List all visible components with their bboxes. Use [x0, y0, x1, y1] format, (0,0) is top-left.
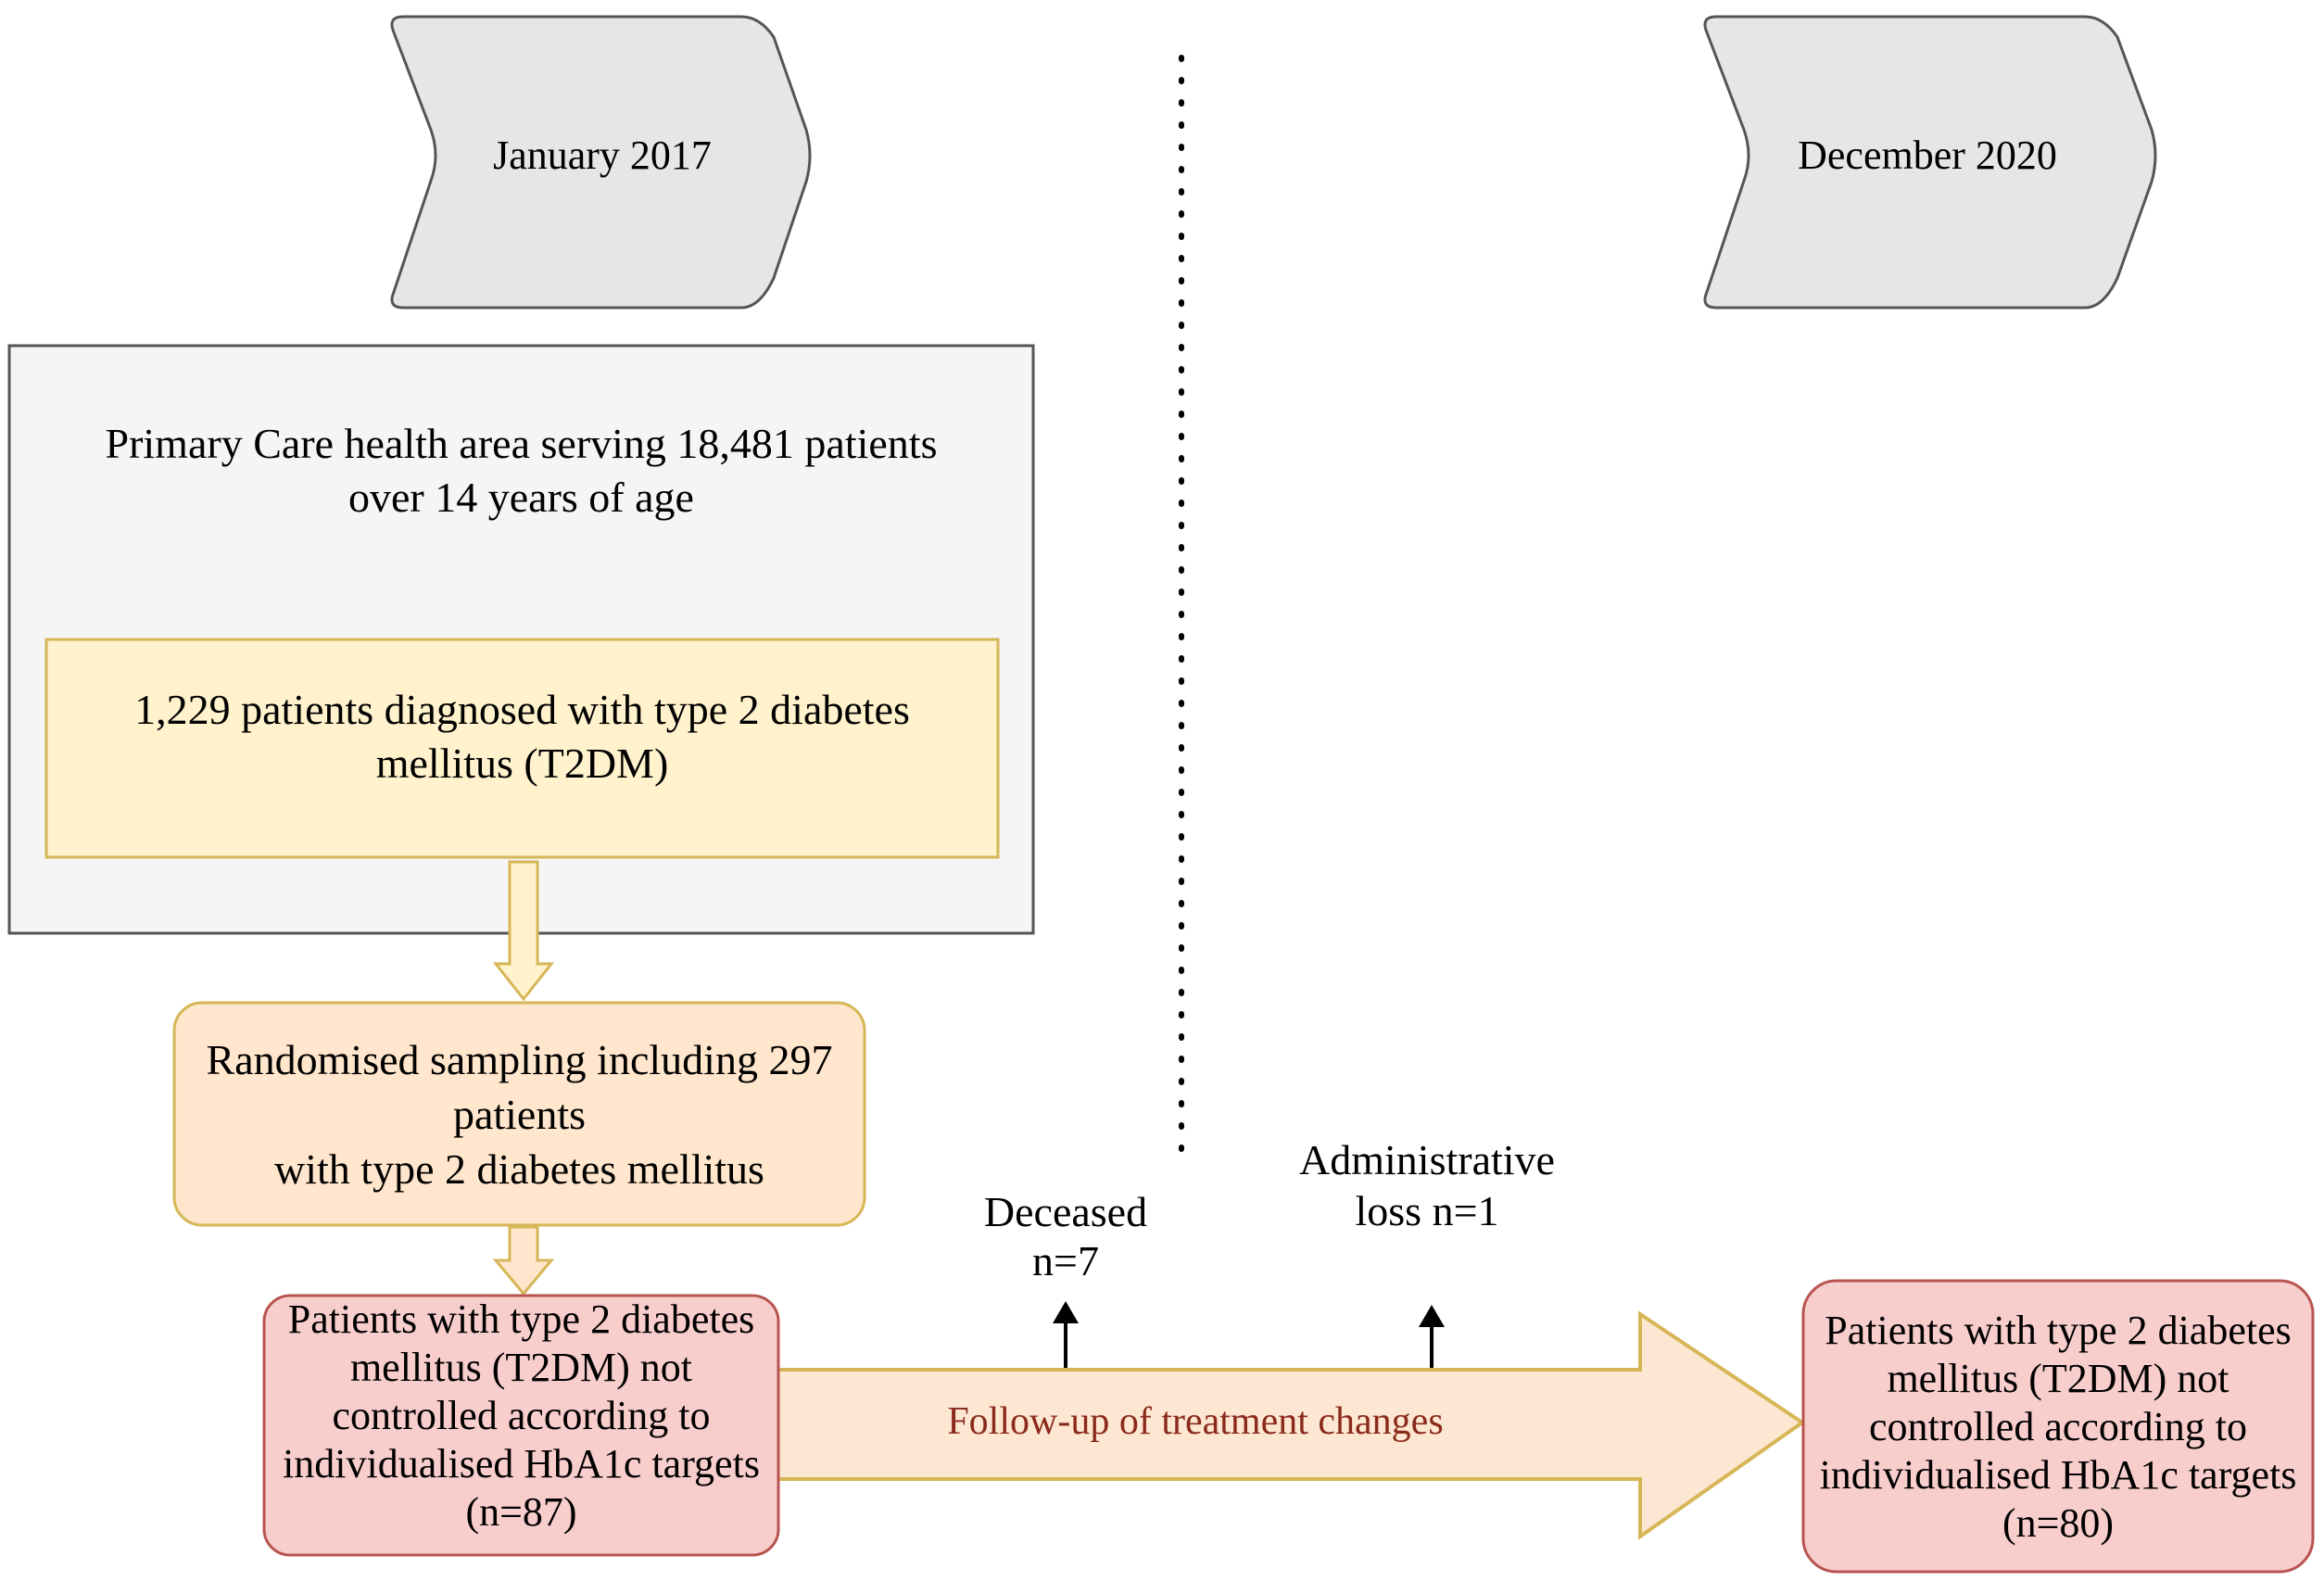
admin-loss-label: Administrative loss n=1: [1260, 1134, 1594, 1236]
diagnosed-box: [44, 638, 1000, 859]
health-area-line-1: Primary Care health area serving 18,481 …: [105, 420, 938, 467]
followup-label: Follow-up of treatment changes: [947, 1400, 1444, 1443]
baseline-line-5: (n=87): [465, 1488, 577, 1535]
final-line-3: controlled according to: [1868, 1403, 2248, 1449]
final-group-text: Patients with type 2 diabetes mellitus (…: [1805, 1307, 2311, 1548]
baseline-line-1: Patients with type 2 diabetes: [287, 1296, 755, 1342]
health-area-text: Primary Care health area serving 18,481 …: [28, 417, 1015, 524]
deceased-line-1: Deceased: [983, 1188, 1148, 1235]
final-group-box: [1801, 1279, 2315, 1574]
down-arrow-1: [492, 860, 555, 1002]
end-chevron: [1703, 15, 2157, 310]
admin-line-2: loss n=1: [1355, 1187, 1499, 1235]
diagnosed-line-2: mellitus (T2DM): [375, 739, 669, 787]
final-line-4: individualised HbA1c targets: [1819, 1451, 2297, 1498]
down-arrow-2: [492, 1225, 555, 1296]
final-line-2: mellitus (T2DM) not: [1887, 1355, 2229, 1401]
deceased-up-arrow: [1053, 1301, 1079, 1368]
baseline-line-2: mellitus (T2DM) not: [349, 1344, 693, 1390]
health-area-line-2: over 14 years of age: [348, 473, 694, 521]
sampling-line-3: with type 2 diabetes mellitus: [274, 1145, 764, 1193]
start-date-label: January 2017: [493, 133, 712, 178]
sampling-text: Randomised sampling including 297 patien…: [176, 1033, 863, 1197]
baseline-group-box: [262, 1294, 780, 1557]
followup-arrow: [775, 1310, 1806, 1540]
deceased-label: Deceased n=7: [936, 1188, 1195, 1286]
diagnosed-line-1: 1,229 patients diagnosed with type 2 dia…: [134, 686, 910, 733]
admin-line-1: Administrative: [1299, 1136, 1555, 1183]
baseline-line-3: controlled according to: [332, 1392, 711, 1438]
admin-up-arrow: [1419, 1305, 1445, 1368]
diagnosed-text: 1,229 patients diagnosed with type 2 dia…: [56, 683, 989, 790]
baseline-line-4: individualised HbA1c targets: [283, 1440, 760, 1486]
final-line-5: (n=80): [2002, 1499, 2115, 1546]
deceased-line-2: n=7: [1032, 1236, 1099, 1284]
final-line-1: Patients with type 2 diabetes: [1825, 1308, 2292, 1353]
end-date-label: December 2020: [1798, 133, 2057, 178]
start-chevron: [390, 15, 812, 310]
baseline-group-text: Patients with type 2 diabetes mellitus (…: [267, 1296, 776, 1537]
sampling-box: [172, 1001, 866, 1227]
sampling-line-2: patients: [452, 1090, 587, 1138]
sampling-line-1: Randomised sampling including 297: [206, 1036, 833, 1083]
